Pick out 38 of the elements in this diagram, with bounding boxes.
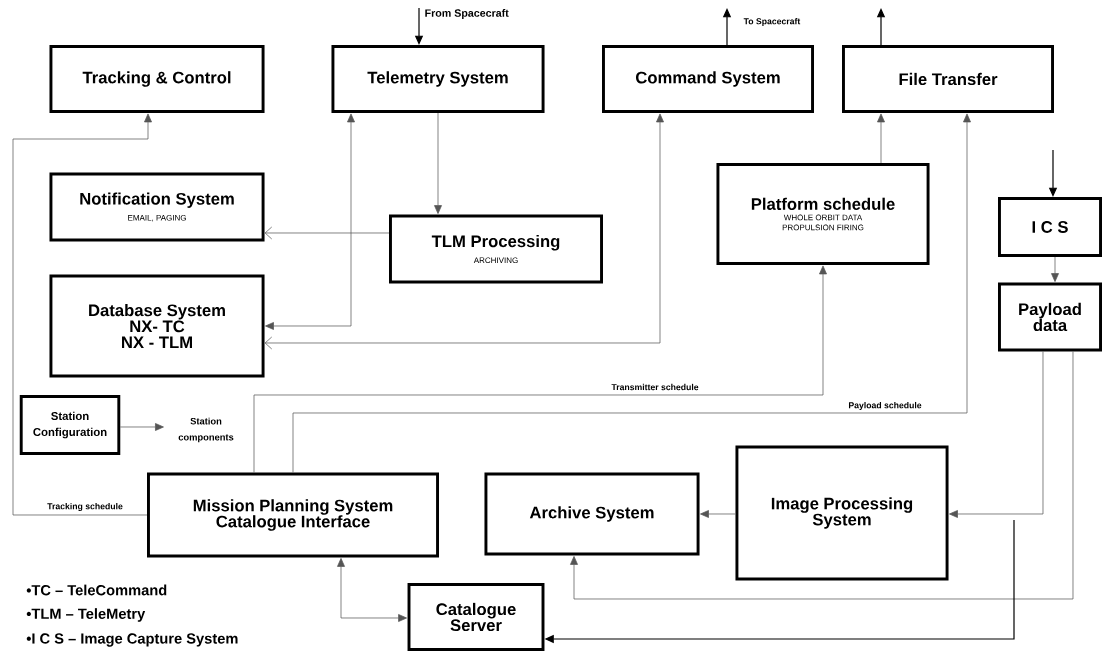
arrow [12, 113, 152, 516]
arrow [1051, 256, 1059, 282]
system-box: Notification System EMAIL, PAGING [49, 172, 265, 242]
arrow [264, 226, 390, 240]
system-box: I C S [998, 197, 1102, 257]
system-box: File Transfer [842, 45, 1054, 113]
arrow [265, 113, 355, 330]
abbreviation-note: •I C S – Image Capture System [26, 633, 238, 647]
abbreviation-note: •TC – TeleCommand [26, 584, 167, 596]
edge-label: Payload schedule [847, 400, 923, 412]
arrow [434, 112, 442, 214]
arrow [292, 113, 971, 473]
system-box: Tracking & Control [49, 45, 265, 113]
system-box: Payload data [998, 282, 1102, 352]
arrow [949, 351, 1044, 518]
arrow [337, 558, 407, 622]
system-box: TLM Processing ARCHIVING [389, 214, 603, 284]
edge-label: From Spacecraft [423, 7, 511, 21]
abbreviation-note: •TLM – TeleMetry [26, 608, 146, 622]
system-box: Database System NX- TC NX - TLM [49, 274, 265, 378]
arrow [570, 351, 1074, 600]
system-box: Catalogue Server [407, 583, 545, 651]
edge-label: Tracking schedule [45, 501, 125, 513]
text-label: Station components [178, 417, 234, 443]
system-box: Command System [602, 45, 814, 113]
arrow [264, 113, 664, 350]
system-box: Mission Planning System Catalogue Interface [147, 472, 439, 558]
arrow [700, 510, 736, 518]
edge-label: Transmitter schedule [610, 382, 700, 392]
system-box: Platform schedule WHOLE ORBIT DATA PROPULSION FIRING [716, 163, 930, 265]
arrow [877, 113, 885, 164]
system-box: Image Processing System [735, 445, 949, 581]
edge-label: To Spacecraft [742, 16, 802, 28]
system-box: Station Configuration [19, 395, 121, 455]
arrow [119, 423, 164, 431]
arrow [253, 265, 827, 473]
system-box: Archive System [484, 472, 700, 556]
system-box: Telemetry System [331, 45, 545, 113]
